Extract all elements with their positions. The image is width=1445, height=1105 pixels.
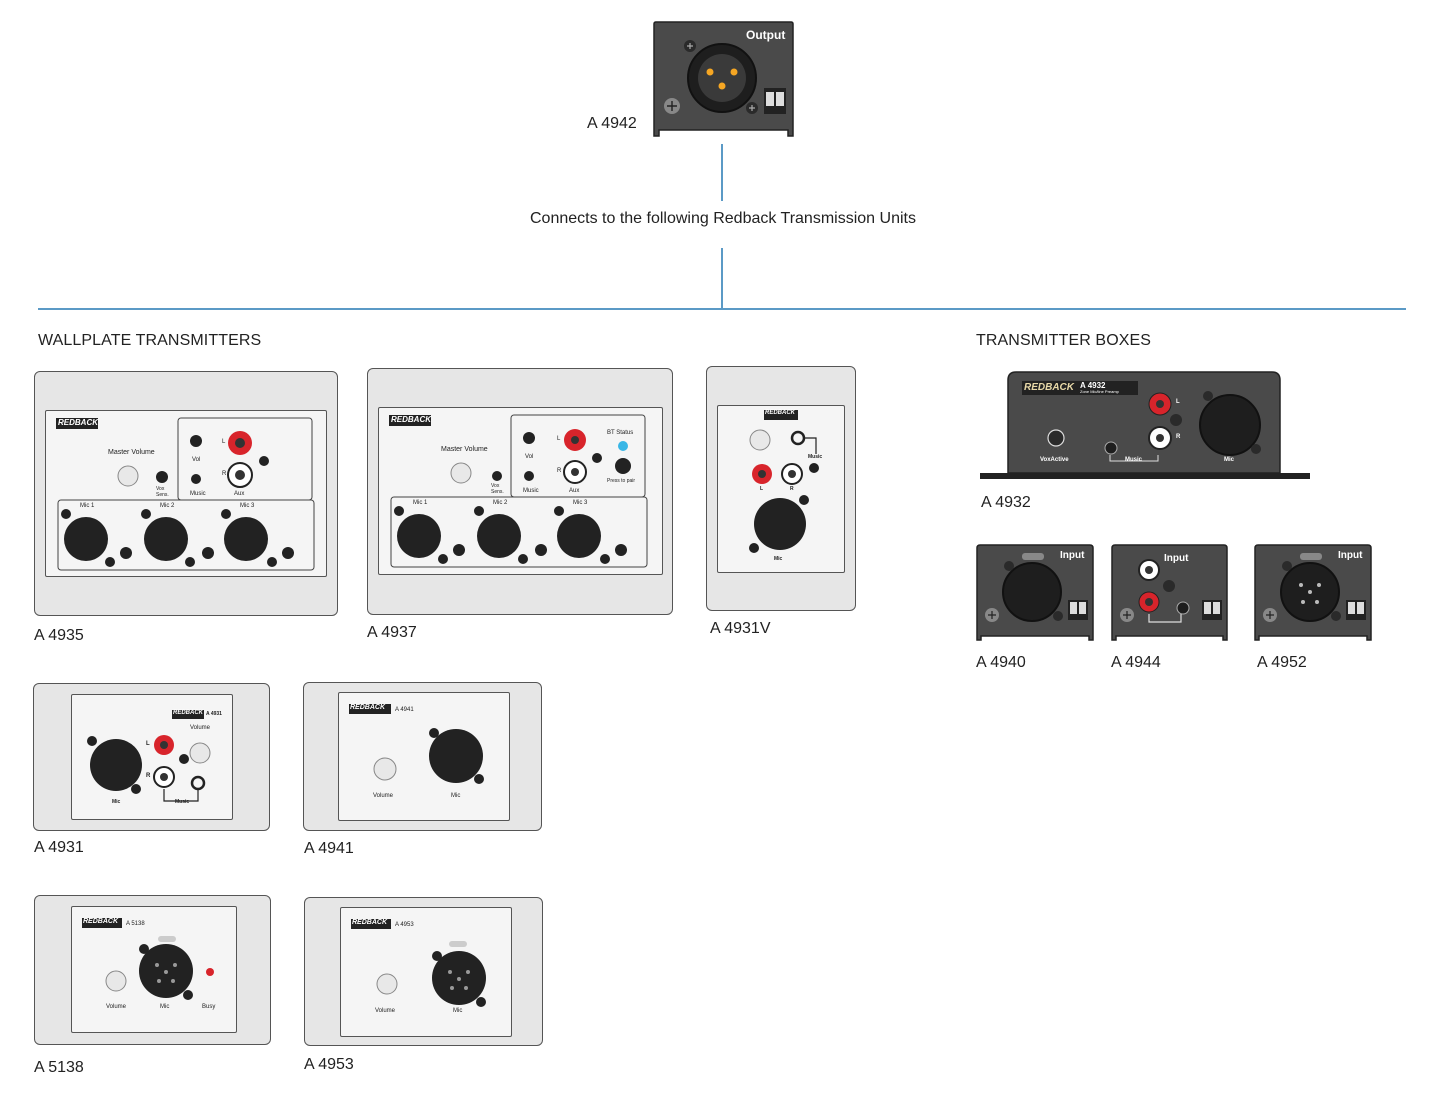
a4952-model-label: A 4952 bbox=[1257, 654, 1307, 671]
a4952-input: Input bbox=[1338, 550, 1363, 561]
a4937-vol: Vol bbox=[525, 454, 534, 460]
a4953-volume: Volume bbox=[375, 1008, 396, 1014]
a4932-model-tag: A 4932 bbox=[1080, 381, 1106, 390]
a4953-model-tag: A 4953 bbox=[395, 922, 414, 928]
a4932-model-label: A 4932 bbox=[981, 494, 1031, 511]
a4931-r: R bbox=[146, 773, 151, 779]
output-module-graphic bbox=[653, 21, 794, 137]
a4931v-r: R bbox=[790, 486, 794, 492]
a4944-model-label: A 4944 bbox=[1111, 654, 1161, 671]
a4953-mic: Mic bbox=[453, 1008, 463, 1014]
connector-line-horizontal bbox=[38, 308, 1406, 310]
a4937-brand: REDBACK bbox=[391, 415, 431, 424]
a4937-aux: Aux bbox=[569, 488, 580, 494]
a4937-bt-status: BT Status bbox=[607, 430, 634, 436]
a4941-brand: REDBACK bbox=[350, 704, 385, 711]
a4941-model-label: A 4941 bbox=[304, 840, 354, 857]
device-a4932: REDBACK A 4932 Zone Mic/line Preamp VoxA… bbox=[980, 371, 1310, 481]
a4932-music: Music bbox=[1125, 457, 1143, 463]
output-label: Output bbox=[746, 28, 786, 42]
a4932-l: L bbox=[1176, 399, 1180, 405]
a4944-input: Input bbox=[1164, 553, 1189, 564]
output-module: Output bbox=[652, 20, 795, 138]
section-wallplate-title: WALLPLATE TRANSMITTERS bbox=[38, 332, 262, 349]
a5138-brand: REDBACK bbox=[83, 918, 118, 925]
connector-line-top bbox=[721, 144, 723, 201]
a4937-mic1: Mic 1 bbox=[413, 500, 428, 506]
a4931v-faceplate: REDBACK Music L R Mic bbox=[717, 405, 845, 573]
a4931v-mic: Mic bbox=[774, 556, 783, 562]
a4937-r: R bbox=[557, 468, 562, 474]
a4935-vox-sens: Vox Sens. bbox=[156, 486, 169, 498]
device-a4952: Input bbox=[1254, 544, 1372, 641]
a4953-model-label: A 4953 bbox=[304, 1056, 354, 1073]
device-a4953: REDBACK A 4953 Volume Mic bbox=[304, 897, 543, 1046]
a4940-input: Input bbox=[1060, 550, 1085, 561]
a5138-volume: Volume bbox=[106, 1004, 127, 1010]
a4931-l: L bbox=[146, 741, 150, 747]
a4935-mic1: Mic 1 bbox=[80, 503, 95, 509]
a5138-faceplate: REDBACK A 5138 Volume Mic Busy bbox=[71, 906, 237, 1033]
a4931-volume: Volume bbox=[190, 725, 211, 731]
a4935-music: Music bbox=[190, 491, 206, 497]
a4937-master-volume: Master Volume bbox=[441, 446, 488, 453]
output-model-label: A 4942 bbox=[587, 115, 637, 132]
connects-text: Connects to the following Redback Transm… bbox=[530, 210, 916, 227]
a4935-vol: Vol bbox=[192, 457, 201, 463]
a4935-model-label: A 4935 bbox=[34, 627, 84, 644]
a4937-mic3: Mic 3 bbox=[573, 500, 588, 506]
device-a4935: REDBACK Master Volume Vox Sens. Vol Musi… bbox=[34, 371, 338, 616]
a4937-l: L bbox=[557, 436, 561, 442]
a5138-mic: Mic bbox=[160, 1004, 170, 1010]
a4953-brand: REDBACK bbox=[352, 919, 387, 926]
device-a4944: Input bbox=[1111, 544, 1228, 641]
a5138-busy: Busy bbox=[202, 1004, 216, 1010]
a5138-model-tag: A 5138 bbox=[126, 921, 145, 927]
device-a4931v: REDBACK Music L R Mic bbox=[706, 366, 856, 611]
device-a4931: REDBACK A 4931 Volume L R Music Mic bbox=[33, 683, 270, 831]
a4937-music: Music bbox=[523, 488, 539, 494]
a4931v-l: L bbox=[760, 486, 764, 492]
a4932-r: R bbox=[1176, 434, 1181, 440]
a4941-mic: Mic bbox=[451, 793, 461, 799]
a4937-vox-sens: Vox Sens. bbox=[491, 483, 504, 495]
a4931v-music: Music bbox=[808, 454, 823, 460]
a4937-press-to-pair: Press to pair bbox=[607, 478, 636, 484]
a4935-r: R bbox=[222, 471, 227, 477]
a4935-master-volume: Master Volume bbox=[108, 449, 155, 456]
a4931v-brand: REDBACK bbox=[765, 410, 795, 416]
a4931-model-label: A 4931 bbox=[34, 839, 84, 856]
a4937-mic2: Mic 2 bbox=[493, 500, 508, 506]
a4935-l: L bbox=[222, 439, 226, 445]
a4935-faceplate: REDBACK Master Volume Vox Sens. Vol Musi… bbox=[45, 410, 327, 577]
device-a4937: REDBACK Master Volume Vox Sens. Vol Musi… bbox=[367, 368, 673, 615]
a4931-mic: Mic bbox=[112, 799, 121, 805]
a4953-faceplate: REDBACK A 4953 Volume Mic bbox=[340, 907, 512, 1037]
a5138-model-label: A 5138 bbox=[34, 1059, 84, 1076]
a4935-mic2: Mic 2 bbox=[160, 503, 175, 509]
a4941-model-tag: A 4941 bbox=[395, 707, 414, 713]
a4935-aux: Aux bbox=[234, 491, 245, 497]
a4937-faceplate: REDBACK Master Volume Vox Sens. Vol Musi… bbox=[378, 407, 663, 575]
a4935-brand: REDBACK bbox=[58, 418, 98, 427]
device-a4941: REDBACK A 4941 Volume Mic bbox=[303, 682, 542, 831]
a4935-mic3: Mic 3 bbox=[240, 503, 255, 509]
device-a4940: Input bbox=[976, 544, 1094, 641]
a4931v-model-label: A 4931V bbox=[710, 620, 771, 637]
a4941-volume: Volume bbox=[373, 793, 394, 799]
section-boxes-title: TRANSMITTER BOXES bbox=[976, 332, 1152, 349]
connector-line-mid bbox=[721, 248, 723, 309]
a4931-faceplate: REDBACK A 4931 Volume L R Music Mic bbox=[71, 694, 233, 820]
a4932-mic: Mic bbox=[1224, 457, 1235, 463]
a4937-model-label: A 4937 bbox=[367, 624, 417, 641]
a4940-model-label: A 4940 bbox=[976, 654, 1026, 671]
a4941-faceplate: REDBACK A 4941 Volume Mic bbox=[338, 692, 510, 821]
a4931-brand: REDBACK bbox=[173, 710, 203, 716]
a4931-model-tag: A 4931 bbox=[206, 711, 222, 717]
a4931-music: Music bbox=[175, 799, 190, 805]
a4932-subtitle: Zone Mic/line Preamp bbox=[1080, 389, 1119, 394]
a4932-brand: REDBACK bbox=[1024, 382, 1074, 393]
a4932-voxactive: VoxActive bbox=[1040, 457, 1069, 463]
device-a5138: REDBACK A 5138 Volume Mic Busy bbox=[34, 895, 271, 1045]
